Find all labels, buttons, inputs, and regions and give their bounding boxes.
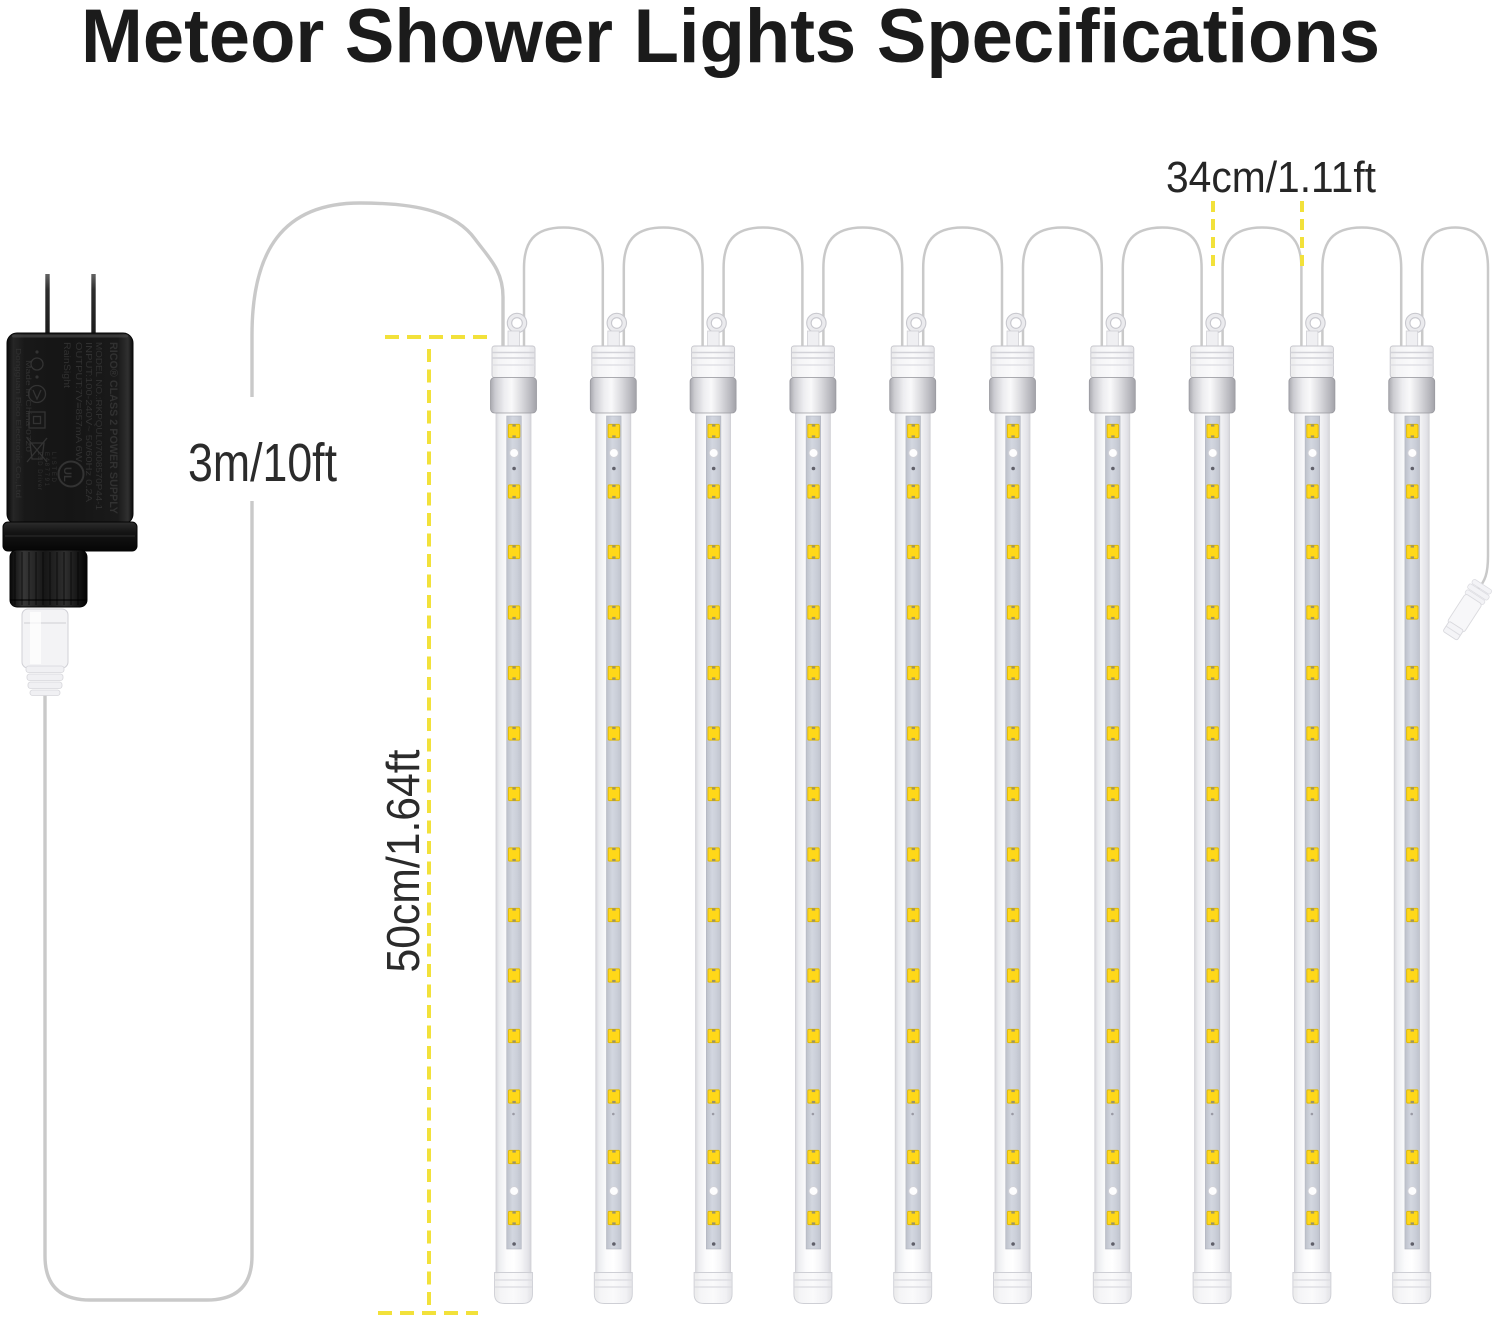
svg-text:LED Driver: LED Driver <box>36 452 42 490</box>
svg-text:INPUT:100-240V~ 50/60Hz 0.2A: INPUT:100-240V~ 50/60Hz 0.2A <box>84 342 94 502</box>
svg-text:OUTPUT:7V≡857mA 6W: OUTPUT:7V≡857mA 6W <box>74 342 84 462</box>
svg-text:50cm/1.64ft: 50cm/1.64ft <box>377 749 429 972</box>
svg-text:RainSight: RainSight <box>62 342 72 389</box>
svg-text:Made in China 0720: Made in China 0720 <box>24 360 33 452</box>
svg-text:E487791: E487791 <box>43 452 49 487</box>
svg-text:LISTED: LISTED <box>50 452 56 483</box>
svg-text:RICO® CLASS 2 POWER SUPPLY: RICO® CLASS 2 POWER SUPPLY <box>107 342 119 515</box>
svg-text:34cm/1.11ft: 34cm/1.11ft <box>1166 153 1376 202</box>
svg-text:MODEL NO.:RKPQUL07008570P44-1: MODEL NO.:RKPQUL07008570P44-1 <box>94 342 104 510</box>
svg-text:Dongguan Rico Electronic Co.,L: Dongguan Rico Electronic Co.,Ltd <box>14 348 23 498</box>
svg-text:3m/10ft: 3m/10ft <box>188 433 337 493</box>
svg-text:Meteor Shower Lights Specifica: Meteor Shower Lights Specifications <box>81 0 1380 79</box>
svg-text:UL: UL <box>61 467 73 482</box>
